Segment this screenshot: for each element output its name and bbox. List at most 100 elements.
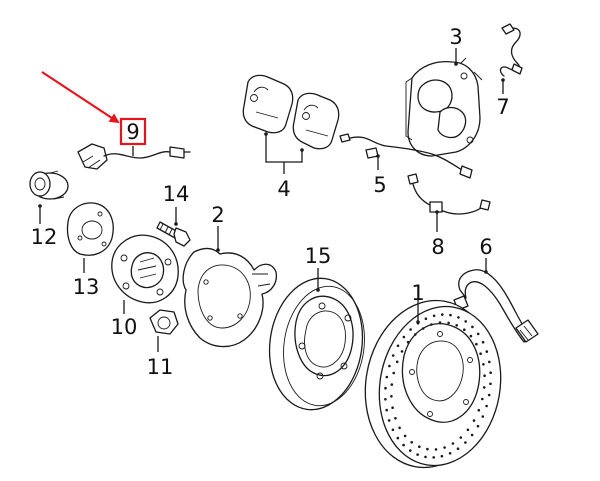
callout-4[interactable]: 4	[277, 177, 290, 201]
callout-8[interactable]: 8	[431, 235, 444, 259]
drill-hole	[485, 404, 488, 408]
callout-15[interactable]: 15	[305, 244, 332, 268]
drill-hole	[387, 419, 391, 422]
drill-hole	[479, 352, 482, 356]
drill-hole	[391, 428, 395, 432]
drill-hole	[481, 340, 485, 344]
part-7-line-clip[interactable]	[499, 23, 523, 77]
drill-hole	[384, 386, 387, 390]
drill-hole	[390, 383, 394, 386]
drill-hole	[447, 321, 450, 325]
drill-hole	[396, 344, 400, 348]
drill-hole	[424, 317, 428, 321]
drill-hole	[457, 316, 460, 319]
drill-hole	[388, 364, 391, 368]
callout-10[interactable]: 10	[111, 315, 138, 339]
drill-hole	[471, 325, 474, 329]
drill-hole	[398, 426, 401, 430]
drill-hole	[470, 433, 474, 437]
drill-hole	[416, 453, 419, 456]
drill-hole	[390, 395, 393, 398]
drill-hole	[464, 441, 467, 444]
drill-hole	[443, 446, 446, 449]
drill-hole	[459, 436, 463, 439]
drill-hole	[489, 382, 492, 386]
callout-11[interactable]: 11	[147, 355, 174, 379]
drill-hole	[475, 342, 478, 346]
callout-6[interactable]: 6	[479, 235, 492, 259]
drill-hole	[466, 428, 470, 432]
callout-12[interactable]: 12	[31, 225, 58, 249]
drill-hole	[432, 456, 436, 459]
callout-9[interactable]: 9	[126, 120, 139, 144]
drill-hole	[482, 386, 486, 389]
drill-hole	[476, 332, 480, 336]
drill-hole	[481, 415, 485, 418]
drill-hole	[400, 350, 404, 353]
drill-hole	[472, 419, 476, 422]
callout-5[interactable]: 5	[373, 173, 386, 197]
drill-hole	[464, 320, 468, 323]
callout-1[interactable]: 1	[411, 281, 424, 305]
drill-hole	[409, 328, 412, 331]
highlight-box	[119, 117, 147, 146]
part-2-splash-shield[interactable]	[182, 247, 278, 348]
part-12-wheel-bearing[interactable]	[29, 170, 69, 200]
drill-hole	[426, 447, 429, 451]
part-9-speed-sensor[interactable]	[77, 143, 191, 170]
drill-hole	[391, 354, 395, 357]
drill-hole	[477, 408, 481, 412]
drill-hole	[455, 324, 459, 327]
red-arrow-icon	[41, 71, 120, 124]
drill-hole	[451, 442, 455, 445]
drill-hole	[418, 445, 421, 449]
drill-hole	[482, 363, 485, 366]
drill-hole	[456, 447, 460, 451]
drill-hole	[469, 334, 473, 338]
part-8-brake-line[interactable]	[407, 173, 491, 215]
part-10-wheel-hub[interactable]	[111, 234, 179, 304]
rotor-drill-holes	[384, 313, 492, 459]
drill-hole	[463, 328, 466, 332]
drill-hole	[434, 448, 438, 451]
part-4-brake-pads[interactable]	[242, 74, 340, 150]
drill-hole	[402, 443, 405, 447]
drill-hole	[395, 360, 399, 364]
drill-hole	[410, 441, 414, 444]
callout-7[interactable]: 7	[496, 95, 509, 119]
drill-hole	[392, 371, 396, 375]
drill-hole	[488, 360, 491, 364]
drill-hole	[432, 314, 436, 318]
callout-2[interactable]: 2	[211, 203, 224, 227]
drill-hole	[430, 323, 433, 326]
part-1-drilled-rotor[interactable]	[352, 290, 513, 478]
drill-hole	[483, 374, 486, 378]
part-15-brake-rotor[interactable]	[261, 272, 372, 416]
drill-hole	[391, 406, 394, 410]
part-11-axle-nut[interactable]	[149, 309, 179, 335]
part-6-brake-hose[interactable]	[453, 269, 539, 343]
drill-hole	[384, 398, 387, 401]
drill-hole	[487, 393, 491, 397]
drill-hole	[438, 321, 442, 324]
drill-hole	[396, 436, 400, 440]
drill-hole	[406, 340, 410, 344]
drill-hole	[485, 350, 489, 353]
drill-hole	[441, 313, 444, 316]
callout-13[interactable]: 13	[73, 275, 100, 299]
part-3-brake-caliper[interactable]	[405, 57, 483, 157]
drill-hole	[403, 434, 407, 438]
drill-hole	[402, 335, 406, 339]
drill-hole	[481, 397, 484, 401]
drill-hole	[409, 449, 412, 452]
drill-hole	[440, 454, 444, 458]
drill-hole	[476, 424, 480, 428]
part-14-wheel-bolt[interactable]	[156, 221, 191, 247]
drill-hole	[413, 333, 417, 336]
drill-hole	[385, 375, 389, 379]
callout-3[interactable]: 3	[449, 25, 462, 49]
callout-14[interactable]: 14	[163, 182, 190, 206]
drill-hole	[448, 452, 452, 455]
part-13-backing-plate[interactable]	[66, 202, 114, 256]
